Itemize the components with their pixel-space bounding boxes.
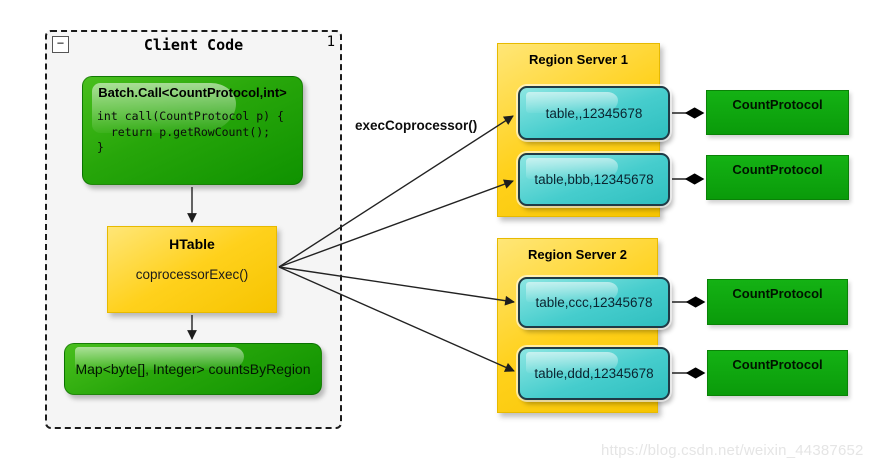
region-server-1-title: Region Server 1 — [529, 52, 628, 67]
table-region-box: table,ccc,12345678 — [518, 277, 670, 328]
collapse-icon[interactable]: − — [52, 36, 69, 53]
counts-by-region-label: Map<byte[], Integer> countsByRegion — [75, 361, 311, 377]
count-protocol-box: CountProtocol — [707, 350, 848, 396]
count-protocol-label: CountProtocol — [732, 162, 823, 177]
htable-method: coprocessorExec() — [135, 267, 249, 282]
code-line: } — [97, 140, 104, 155]
count-protocol-label: CountProtocol — [732, 97, 823, 112]
table-region-label: table,bbb,12345678 — [534, 172, 654, 187]
htable-title: HTable — [169, 236, 215, 252]
batch-call-title: Batch.Call<CountProtocol,int> — [98, 85, 287, 100]
table-region-label: table,ddd,12345678 — [534, 366, 654, 381]
client-code-title: Client Code — [143, 36, 244, 54]
batch-call-box: Batch.Call<CountProtocol,int> int call(C… — [82, 76, 303, 185]
table-region-label: table,ccc,12345678 — [535, 295, 653, 310]
htable-box: HTable coprocessorExec() — [107, 226, 277, 313]
watermark-text: https://blog.csdn.net/weixin_44387652 — [601, 442, 864, 459]
count-protocol-label: CountProtocol — [732, 357, 823, 372]
region-server-2-title: Region Server 2 — [528, 247, 627, 262]
table-region-box: table,ddd,12345678 — [518, 347, 670, 400]
count-protocol-box: CountProtocol — [707, 279, 848, 325]
frame-page-number: 1 — [326, 34, 335, 50]
table-region-box: table,,12345678 — [518, 86, 670, 140]
code-line: int call(CountProtocol p) { — [97, 109, 284, 123]
exec-coprocessor-label: execCoprocessor() — [355, 118, 478, 133]
counts-by-region-box: Map<byte[], Integer> countsByRegion — [64, 343, 322, 395]
count-protocol-box: CountProtocol — [706, 155, 849, 200]
table-region-box: table,bbb,12345678 — [518, 153, 670, 206]
count-protocol-box: CountProtocol — [706, 90, 849, 135]
code-line: return p.getRowCount(); — [97, 124, 271, 139]
table-region-label: table,,12345678 — [545, 105, 643, 121]
count-protocol-label: CountProtocol — [732, 286, 823, 301]
batch-call-code: int call(CountProtocol p) { return p.get… — [83, 109, 302, 156]
